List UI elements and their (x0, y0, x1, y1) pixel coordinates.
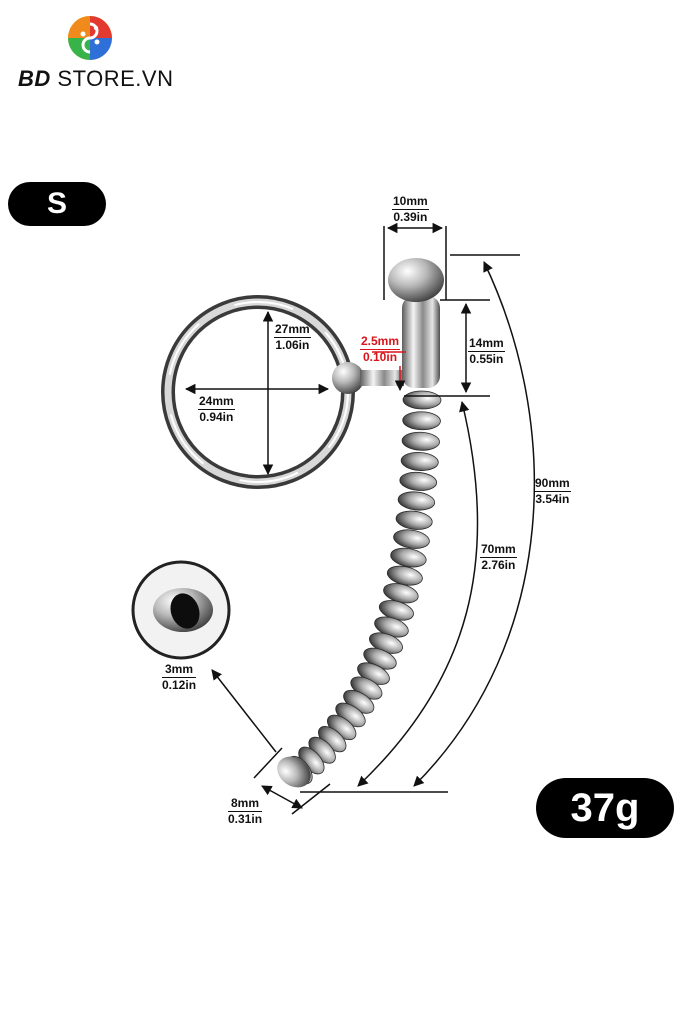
brand-name: BD STORE.VN (18, 66, 174, 91)
ring-ball (332, 362, 364, 394)
shaft-bead (390, 547, 427, 568)
shaft-bead (393, 529, 430, 549)
size-badge: S (8, 182, 106, 226)
beaded-shaft (277, 390, 442, 788)
shaft-bead (399, 471, 438, 491)
rainbow-swirl-logo-icon (68, 16, 112, 60)
brand-logo: BD STORE.VN (14, 14, 174, 94)
shaft-bead (397, 491, 436, 511)
shaft-bead (402, 411, 441, 431)
shaft-tip (277, 756, 311, 788)
shaft-bead (402, 390, 442, 410)
head-cylinder (402, 296, 440, 388)
head-ball (388, 258, 444, 302)
hole-magnifier (131, 560, 231, 660)
ring (161, 295, 355, 489)
weight-badge: 37g (536, 778, 674, 838)
connector-bar (360, 370, 404, 386)
shaft-bead (395, 510, 433, 530)
shaft-bead (401, 431, 440, 451)
shaft-bead (400, 452, 439, 471)
